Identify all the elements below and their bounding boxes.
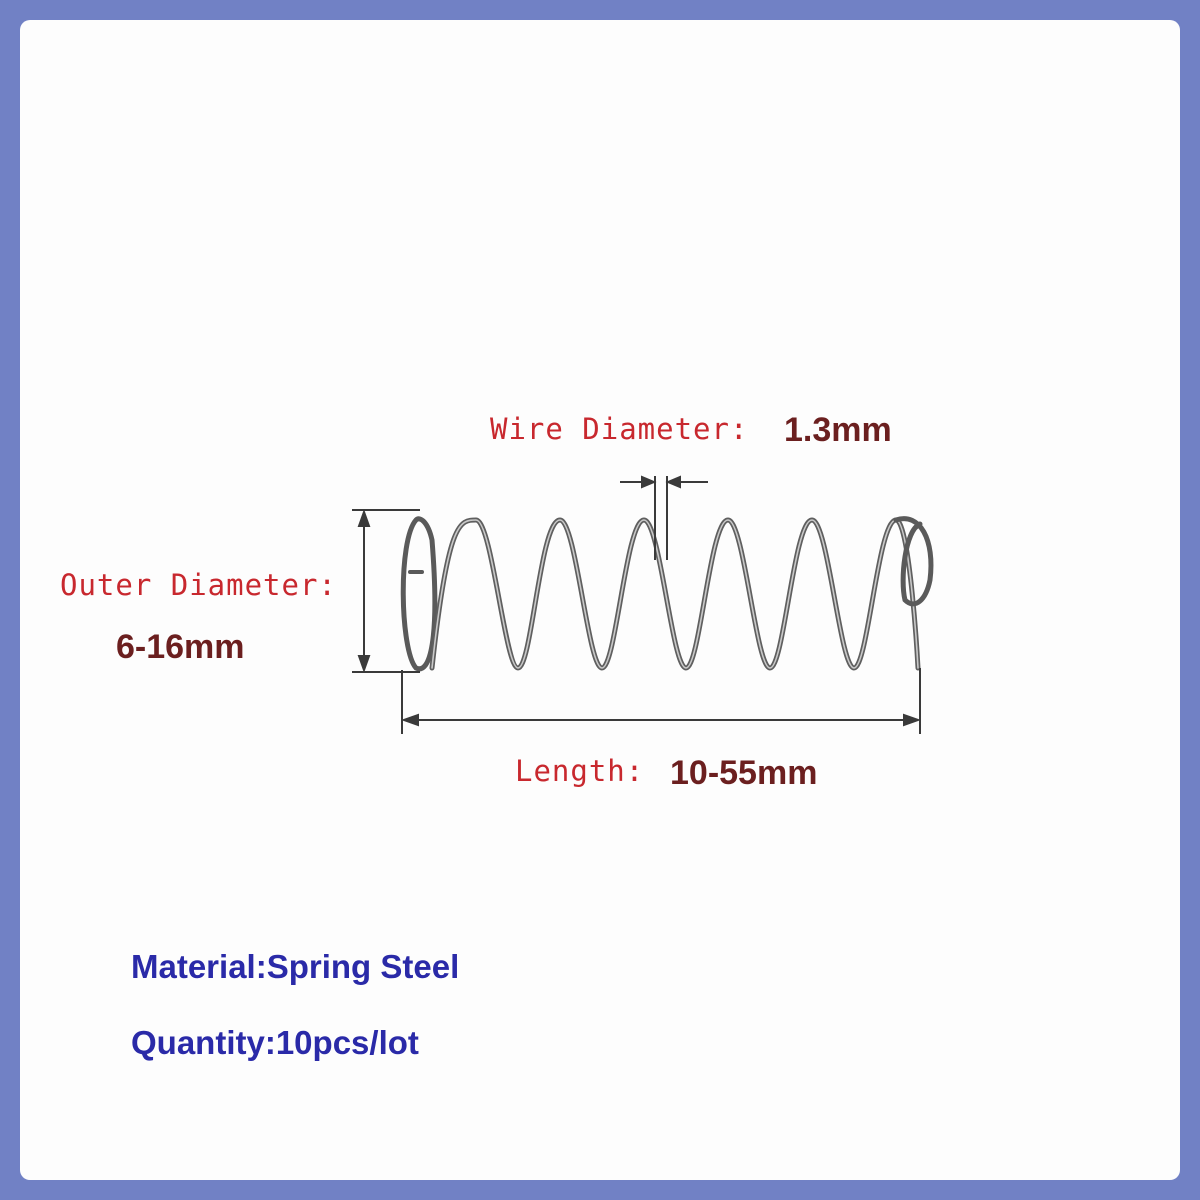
dimension-arrow-icon <box>641 475 657 489</box>
product-image-frame <box>20 20 1180 1180</box>
length-value: 10-55mm <box>670 754 818 792</box>
dimension-arrow-icon <box>665 475 681 489</box>
material-spec: Material:Spring Steel <box>131 948 460 985</box>
dimension-arrow-icon <box>357 655 371 673</box>
spring-coils <box>400 516 934 672</box>
dimension-arrow-icon <box>401 713 419 727</box>
outer-diameter-value: 6-16mm <box>116 628 245 666</box>
length-label: Length: <box>515 754 645 788</box>
wire-diameter-value: 1.3mm <box>784 411 892 449</box>
wire-diameter-label: Wire Diameter: <box>490 412 749 446</box>
wire-diameter-dimension <box>620 475 708 560</box>
outer-diameter-label: Outer Diameter: <box>60 568 337 602</box>
outer-diameter-dimension <box>352 509 420 673</box>
length-dimension <box>401 668 921 734</box>
dimension-arrow-icon <box>903 713 921 727</box>
dimension-arrow-icon <box>357 509 371 527</box>
quantity-spec: Quantity:10pcs/lot <box>131 1024 419 1061</box>
